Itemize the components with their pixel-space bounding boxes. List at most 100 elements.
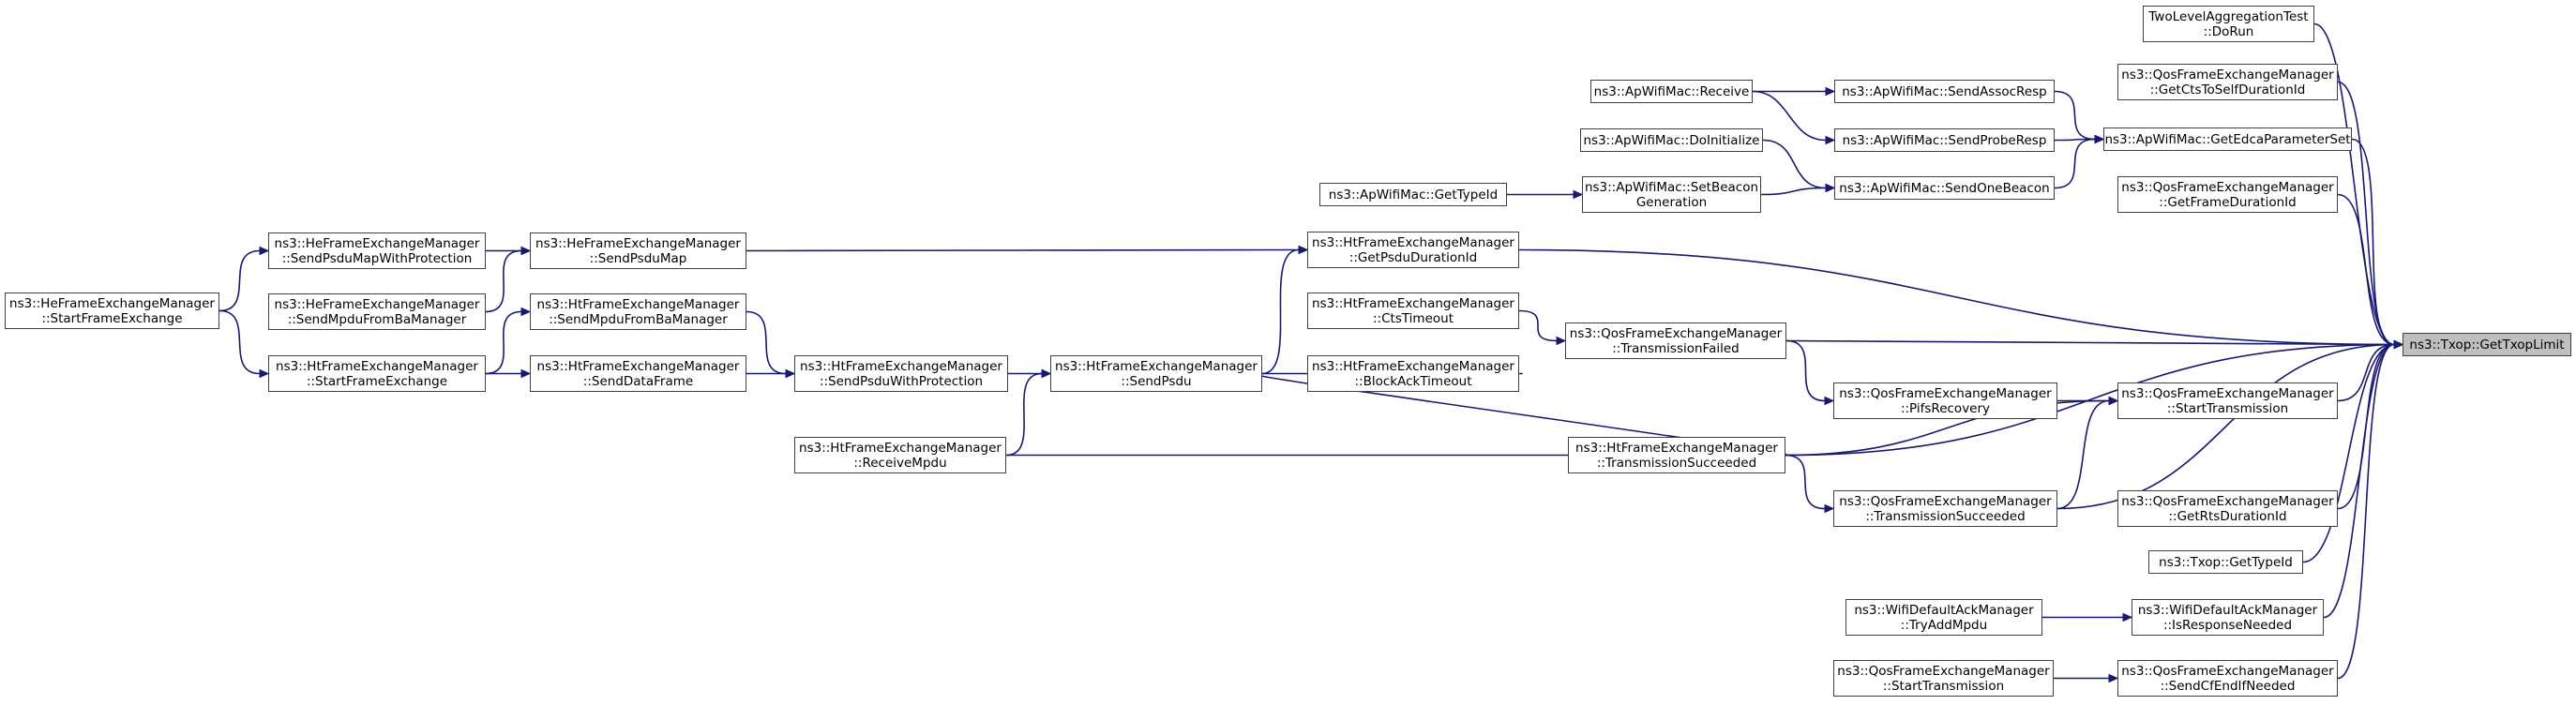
function-node-label: ns3::HtFrameExchangeManager bbox=[1055, 358, 1258, 374]
call-edge-qostxfailed-to-pifs bbox=[1785, 339, 1826, 402]
function-node-label: ns3::ApWifiMac::SendProbeResp bbox=[1842, 132, 2047, 148]
call-edge-hestartfe-to-htstartfe bbox=[218, 309, 261, 375]
function-node-txopgettypeid[interactable]: ns3::Txop::GetTypeId bbox=[2148, 550, 2303, 574]
function-node-pifs[interactable]: ns3::QosFrameExchangeManager::PifsRecove… bbox=[1833, 382, 2057, 419]
arrowhead-icon bbox=[2108, 396, 2119, 406]
function-node-label: ::SendPsduMap bbox=[589, 250, 687, 266]
function-node-qostxfailed[interactable]: ns3::QosFrameExchangeManager::Transmissi… bbox=[1565, 322, 1786, 359]
arrowhead-icon bbox=[1824, 503, 1835, 514]
arrowhead-icon bbox=[2094, 134, 2105, 144]
function-node-receivempdu[interactable]: ns3::HtFrameExchangeManager::ReceiveMpdu bbox=[794, 437, 1006, 473]
function-node-label: ns3::WifiDefaultAckManager bbox=[1854, 602, 2034, 618]
arrowhead-icon bbox=[1825, 86, 1836, 97]
arrowhead-icon bbox=[1298, 245, 1309, 255]
function-node-hesendpsdumap[interactable]: ns3::HeFrameExchangeManager::SendPsduMap bbox=[530, 232, 746, 269]
function-node-getedca[interactable]: ns3::ApWifiMac::GetEdcaParameterSet bbox=[2103, 128, 2352, 151]
function-node-target[interactable]: ns3::Txop::GetTxopLimit bbox=[2403, 333, 2571, 356]
arrowhead-icon bbox=[1825, 135, 1836, 145]
arrowhead-icon bbox=[2122, 612, 2133, 622]
function-node-htsendmpdu[interactable]: ns3::HtFrameExchangeManager::SendMpduFro… bbox=[530, 293, 746, 330]
function-node-label: ns3::ApWifiMac::SendAssocResp bbox=[1842, 83, 2047, 99]
function-node-getpsdudur[interactable]: ns3::HtFrameExchangeManager::GetPsduDura… bbox=[1307, 232, 1519, 268]
function-node-sendpsduprot[interactable]: ns3::HtFrameExchangeManager::SendPsduWit… bbox=[794, 355, 1008, 392]
function-node-tryaddmpdu[interactable]: ns3::WifiDefaultAckManager::TryAddMpdu bbox=[1845, 599, 2042, 636]
arrowhead-icon bbox=[259, 368, 270, 379]
function-node-blockack[interactable]: ns3::HtFrameExchangeManager::BlockAckTim… bbox=[1307, 355, 1519, 392]
function-node-hestartfe[interactable]: ns3::HeFrameExchangeManager::StartFrameE… bbox=[5, 292, 219, 329]
function-node-ctstimeout[interactable]: ns3::HtFrameExchangeManager::CtsTimeout bbox=[1307, 292, 1519, 329]
function-node-hepsdumapprot[interactable]: ns3::HeFrameExchangeManager::SendPsduMap… bbox=[268, 232, 486, 269]
function-node-label: ns3::Txop::GetTxopLimit bbox=[2409, 337, 2565, 352]
call-edge-httxsucc-to-target bbox=[1785, 343, 2395, 457]
call-edge-starttx-to-target bbox=[2337, 343, 2395, 402]
function-node-label: ns3::HtFrameExchangeManager bbox=[276, 358, 478, 374]
call-edge-getpsdudur-to-target bbox=[1518, 248, 2395, 346]
call-edge-getedca-to-target bbox=[2351, 138, 2395, 346]
function-node-doinit[interactable]: ns3::ApWifiMac::DoInitialize bbox=[1580, 128, 1763, 152]
function-node-label: ns3::HeFrameExchangeManager bbox=[9, 295, 215, 311]
function-node-apreceive[interactable]: ns3::ApWifiMac::Receive bbox=[1590, 80, 1753, 103]
function-node-label: ::GetRtsDurationId bbox=[2168, 508, 2287, 524]
function-node-getframedur[interactable]: ns3::QosFrameExchangeManager::GetFrameDu… bbox=[2117, 176, 2338, 213]
function-node-label: ns3::HeFrameExchangeManager bbox=[274, 296, 480, 312]
function-node-label: ::SendPsduWithProtection bbox=[819, 373, 984, 389]
function-node-label: ns3::HtFrameExchangeManager bbox=[1312, 234, 1514, 250]
function-node-label: ::TransmissionSucceeded bbox=[1865, 508, 2026, 524]
function-node-sendcfend[interactable]: ns3::QosFrameExchangeManager::SendCfEndI… bbox=[2117, 660, 2338, 697]
function-node-label: ::GetPsduDurationId bbox=[1348, 249, 1478, 265]
call-edge-sendcfend-to-target bbox=[2337, 343, 2395, 680]
function-node-sendonebeacon[interactable]: ns3::ApWifiMac::SendOneBeacon bbox=[1834, 176, 2055, 200]
function-node-label: ns3::HtFrameExchangeManager bbox=[536, 358, 740, 374]
function-node-label: ns3::ApWifiMac::SendOneBeacon bbox=[1839, 180, 2050, 196]
function-node-label: ns3::ApWifiMac::SetBeacon bbox=[1584, 179, 1759, 195]
function-node-label: ns3::HtFrameExchangeManager bbox=[536, 296, 740, 312]
arrowhead-icon bbox=[2108, 673, 2119, 683]
call-edge-doinit-to-sendonebeacon bbox=[1762, 139, 1827, 189]
function-node-senddata[interactable]: ns3::HtFrameExchangeManager::SendDataFra… bbox=[530, 355, 746, 392]
call-edge-txopgettypeid-to-target bbox=[2302, 343, 2395, 563]
arrowhead-icon bbox=[520, 246, 532, 256]
function-node-httxsucc[interactable]: ns3::HtFrameExchangeManager::Transmissio… bbox=[1568, 437, 1785, 473]
call-edge-sendprobe-to-getedca bbox=[2054, 138, 2096, 142]
arrowhead-icon bbox=[520, 368, 532, 379]
function-node-trystarttx[interactable]: ns3::QosFrameExchangeManager::StartTrans… bbox=[1833, 660, 2054, 697]
function-node-label: ns3::QosFrameExchangeManager bbox=[1839, 493, 2052, 509]
function-node-label: ::SendDataFrame bbox=[582, 373, 694, 389]
function-node-label: ns3::ApWifiMac::GetEdcaParameterSet bbox=[2104, 131, 2351, 147]
arrowhead-icon bbox=[520, 307, 532, 317]
function-node-label: ns3::QosFrameExchangeManager bbox=[2121, 493, 2334, 509]
function-node-label: ns3::QosFrameExchangeManager bbox=[2121, 385, 2334, 401]
function-node-qostxsucc[interactable]: ns3::QosFrameExchangeManager::Transmissi… bbox=[1833, 490, 2057, 527]
function-node-sendassoc[interactable]: ns3::ApWifiMac::SendAssocResp bbox=[1834, 80, 2055, 103]
function-node-apgettypeid[interactable]: ns3::ApWifiMac::GetTypeId bbox=[1319, 183, 1507, 206]
function-node-label: Generation bbox=[1635, 194, 1708, 210]
arrowhead-icon bbox=[785, 368, 796, 379]
function-node-label: ns3::ApWifiMac::GetTypeId bbox=[1328, 187, 1499, 202]
function-node-getcts[interactable]: ns3::QosFrameExchangeManager::GetCtsToSe… bbox=[2117, 64, 2338, 100]
call-edge-apreceive-to-sendprobe bbox=[1752, 90, 1827, 142]
function-node-label: ns3::QosFrameExchangeManager bbox=[2121, 67, 2334, 82]
function-node-getrts[interactable]: ns3::QosFrameExchangeManager::GetRtsDura… bbox=[2117, 490, 2338, 527]
function-node-label: ::BlockAckTimeout bbox=[1354, 373, 1472, 389]
function-node-label: ::SendCfEndIfNeeded bbox=[2160, 678, 2296, 694]
function-node-label: ::StartFrameExchange bbox=[41, 310, 183, 326]
function-node-sendpsdu[interactable]: ns3::HtFrameExchangeManager::SendPsdu bbox=[1050, 355, 1262, 392]
function-node-twolevel[interactable]: TwoLevelAggregationTest::DoRun bbox=[2143, 6, 2314, 42]
function-node-htstartfe[interactable]: ns3::HtFrameExchangeManager::StartFrameE… bbox=[268, 355, 486, 392]
function-node-hesendmpdu[interactable]: ns3::HeFrameExchangeManager::SendMpduFro… bbox=[268, 293, 486, 330]
function-node-label: ::SendPsdu bbox=[1121, 373, 1192, 389]
function-node-isresponse[interactable]: ns3::WifiDefaultAckManager::IsResponseNe… bbox=[2132, 599, 2324, 636]
arrowhead-icon bbox=[1825, 183, 1836, 193]
function-node-label: ::ReceiveMpdu bbox=[853, 455, 947, 471]
arrowhead-icon bbox=[1556, 336, 1567, 346]
arrowhead-icon bbox=[2393, 339, 2404, 350]
function-node-label: ns3::Txop::GetTypeId bbox=[2159, 554, 2293, 570]
call-edge-htsendmpdu-to-sendpsduprot bbox=[746, 310, 787, 375]
call-edge-setbeacon-to-sendonebeacon bbox=[1760, 187, 1827, 196]
function-node-sendprobe[interactable]: ns3::ApWifiMac::SendProbeResp bbox=[1834, 128, 2055, 152]
function-node-label: ns3::HeFrameExchangeManager bbox=[274, 235, 480, 251]
call-edge-ctstimeout-to-qostxfailed bbox=[1518, 309, 1558, 342]
function-node-starttx[interactable]: ns3::QosFrameExchangeManager::StartTrans… bbox=[2117, 382, 2338, 419]
function-node-label: ns3::HeFrameExchangeManager bbox=[535, 235, 741, 251]
